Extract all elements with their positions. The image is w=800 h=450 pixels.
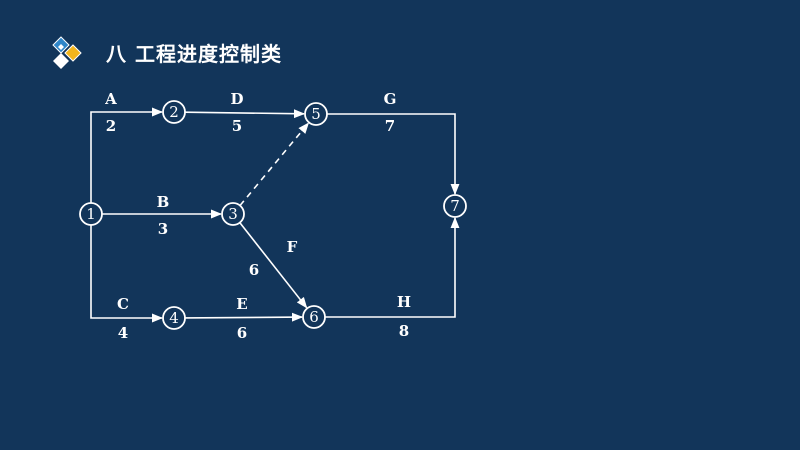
activity-name-a: A [104,90,117,108]
diamond-cluster-logo-icon [52,36,82,69]
event-node-2: 2 [162,100,186,124]
event-node-label: 7 [450,197,460,215]
activity-arrow-c [90,225,164,323]
activity-duration-g: 7 [385,117,395,135]
event-node-circle [302,305,326,329]
activity-duration-b: 3 [158,220,168,238]
event-node-4: 4 [162,306,186,330]
activity-duration-h: 8 [399,322,409,340]
activity-name-e: E [236,295,247,313]
activity-arrow-e [184,312,304,322]
event-node-circle [443,194,467,218]
event-node-circle [79,202,103,226]
activity-name-h: H [397,293,411,311]
dummy-activity-arrow [239,122,310,207]
event-node-5: 5 [304,102,328,126]
activity-arrow-h [325,216,460,318]
event-node-label: 1 [86,205,96,223]
event-node-circle [304,102,328,126]
event-node-6: 6 [302,305,326,329]
activity-name-c: C [117,295,129,313]
slide-title: 八 工程进度控制类 [106,42,282,66]
event-node-label: 6 [309,308,319,326]
slide-header: 八 工程进度控制类 [50,36,450,72]
activity-name-b: B [157,193,170,211]
activity-name-d: D [230,90,243,108]
event-nodes: 1 2 3 4 5 6 7 [79,100,467,330]
event-node-label: 2 [169,103,179,121]
activity-duration-a: 2 [106,117,116,135]
activity-duration-f: 6 [249,261,259,279]
event-node-label: 4 [169,309,179,327]
activity-duration-d: 5 [232,117,242,135]
event-node-label: 3 [228,205,238,223]
event-node-1: 1 [79,202,103,226]
event-node-circle [162,306,186,330]
activity-name-f: F [287,238,298,256]
event-node-circle [162,100,186,124]
activity-arrow-g [327,113,460,196]
activity-arrows [90,107,460,323]
activity-duration-c: 4 [118,324,128,342]
event-node-label: 5 [311,105,321,123]
activity-name-g: G [384,90,397,108]
activity-arrow-a [90,107,164,203]
activity-arrow-f [239,222,308,309]
event-node-circle [221,202,245,226]
event-node-7: 7 [443,194,467,218]
activity-duration-e: 6 [237,324,247,342]
event-node-3: 3 [221,202,245,226]
activity-arrow-d [184,109,306,119]
